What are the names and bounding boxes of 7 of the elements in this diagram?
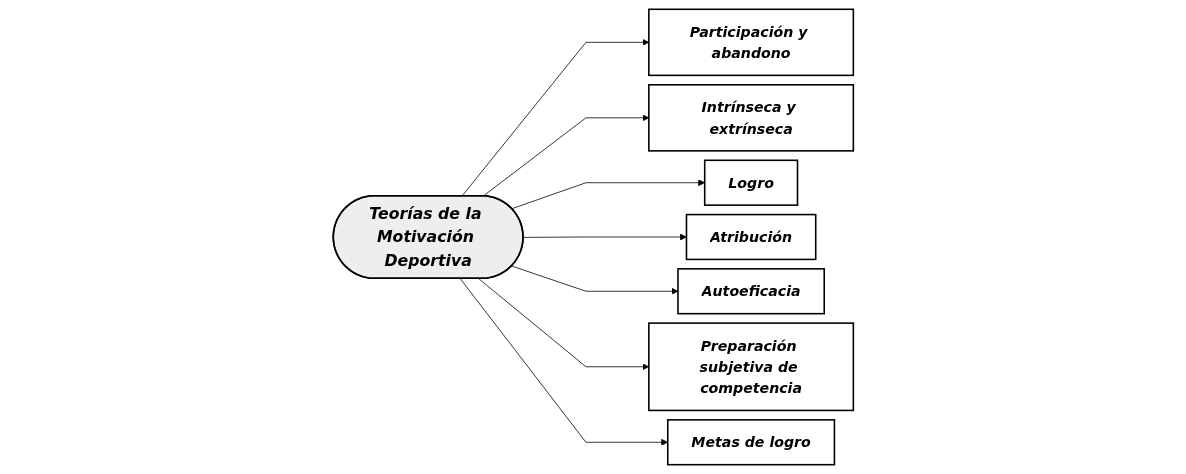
node-box: Preparación subjetiva de competencia bbox=[647, 322, 854, 412]
node-box: Atribución bbox=[685, 213, 817, 261]
node-box: Intrínseca y extrínseca bbox=[647, 84, 854, 152]
node-box: Metas de logro bbox=[666, 419, 835, 466]
node-box: Participación y abandono bbox=[647, 8, 854, 77]
node-box: Autoeficacia bbox=[676, 268, 825, 315]
node-box: Logro bbox=[703, 159, 798, 206]
